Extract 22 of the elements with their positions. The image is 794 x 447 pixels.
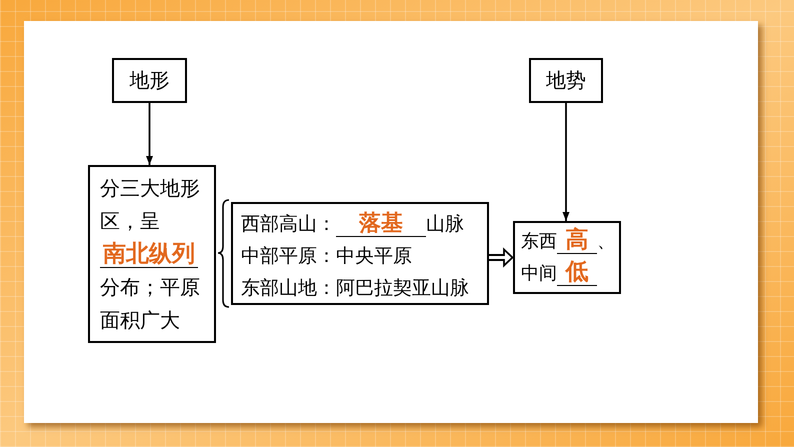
node-text: 分布；平原面积广大 — [100, 274, 201, 334]
filled-answer: 落基 — [336, 211, 426, 238]
text-box — [88, 165, 216, 343]
node-text: 地势 — [546, 67, 586, 94]
filled-answer: 高 — [557, 227, 597, 254]
node-text: 东西 — [521, 230, 557, 254]
arrow — [562, 103, 570, 221]
node-text: 西部高山： — [241, 212, 336, 237]
node-text: 山脉 — [426, 212, 464, 237]
node-text: 分三大地形区，呈 — [100, 175, 201, 235]
text-box — [231, 202, 489, 305]
text-box — [112, 58, 187, 103]
node-text: 地形 — [130, 67, 170, 94]
arrow — [146, 103, 153, 165]
filled-answer: 低 — [557, 259, 597, 286]
filled-answer: 南北纵列 — [100, 241, 198, 268]
node-text: 、 — [597, 230, 615, 254]
node-text: 中间 — [521, 262, 557, 286]
text-box — [529, 58, 603, 103]
text-box — [513, 221, 621, 294]
node-text: 东部山地：阿巴拉契亚山脉 — [241, 276, 469, 301]
node-text: 中部平原：中央平原 — [241, 244, 412, 269]
